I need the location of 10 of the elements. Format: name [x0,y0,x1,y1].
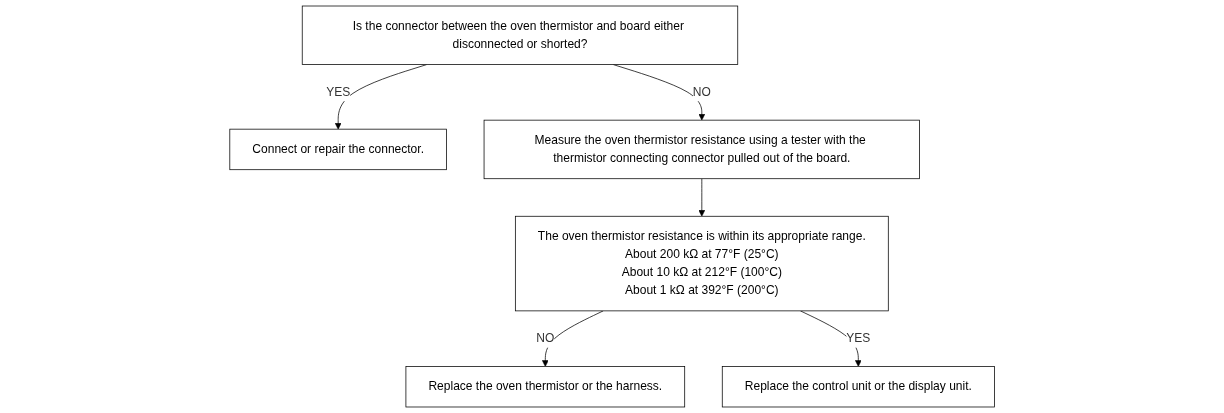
node-box: Is the connector between the oven thermistor and board either disconnected or shorted? [301,5,738,65]
edge-label: NO [536,331,555,345]
node-box: Connect or repair the connector. [229,128,447,171]
node-box: Measure the oven thermistor resistance using a tester with the thermistor connecting connector pulled out of the board. [483,119,920,180]
edge-label: NO [692,85,711,99]
node-box: Replace the oven thermistor or the harness. [405,366,685,408]
node-box: Replace the control unit or the display unit. [721,366,995,408]
node-box: The oven thermistor resistance is within its appropriate range. About 200 kΩ at 77°F (25°C) About 10 kΩ at 212°F (100°C) About 1 kΩ at 392°F (200°C) [514,215,889,312]
edge-label: YES [846,331,871,345]
edge-label: YES [326,85,351,99]
